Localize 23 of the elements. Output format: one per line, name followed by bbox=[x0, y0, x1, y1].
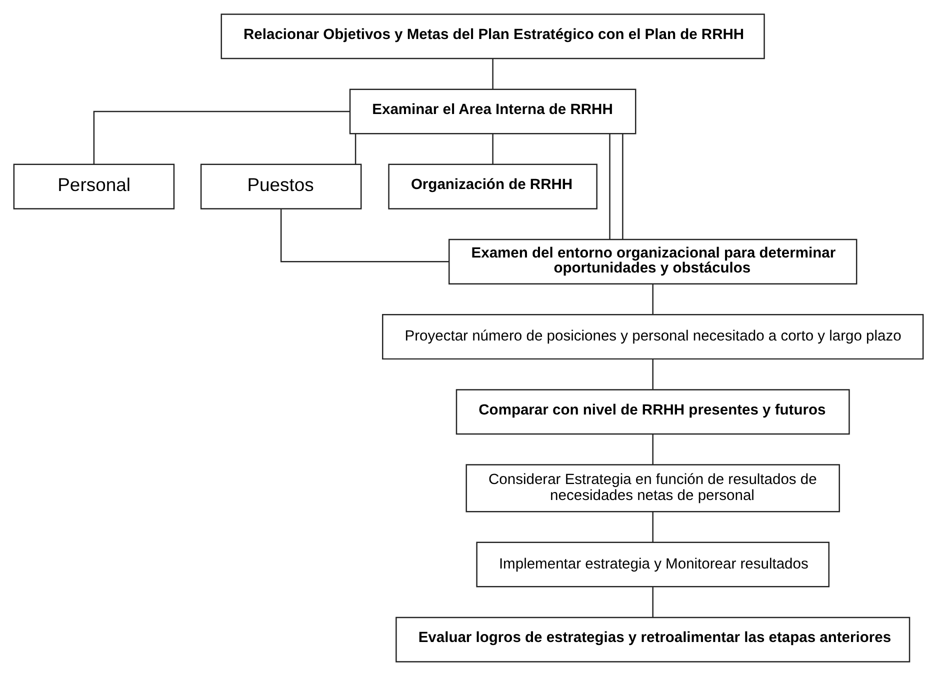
node-box: Relacionar Objetivos y Metas del Plan Estratégico con el Plan de RRHH bbox=[220, 13, 764, 59]
connector bbox=[354, 134, 356, 164]
connector bbox=[492, 58, 493, 88]
node-box: Organización de RRHH bbox=[388, 163, 597, 209]
node-box: Considerar Estrategia en función de resultados de necesidades netas de personal bbox=[465, 464, 840, 512]
connector bbox=[652, 586, 653, 617]
node-box: Examen del entorno organizacional para determinar oportunidades y obstáculos bbox=[448, 238, 857, 284]
node-box: Comparar con nivel de RRHH presentes y futuros bbox=[455, 388, 850, 434]
node-box: Implementar estrategia y Monitorear resultados bbox=[476, 541, 830, 587]
node-box: Puestos bbox=[200, 163, 362, 209]
connector bbox=[608, 133, 610, 239]
connector bbox=[652, 434, 653, 464]
node-box: Examinar el Area Interna de RRHH bbox=[348, 88, 636, 134]
connector bbox=[280, 208, 448, 262]
node-box: Evaluar logros de estrategias y retroalimentar las etapas anteriores bbox=[395, 616, 910, 662]
connector bbox=[652, 358, 653, 389]
connector bbox=[92, 110, 350, 164]
connector bbox=[652, 511, 653, 542]
node-box: Personal bbox=[12, 163, 174, 209]
connector bbox=[492, 134, 493, 164]
connector bbox=[652, 284, 653, 314]
node-box: Proyectar número de posiciones y personal necesitado a corto y largo plazo bbox=[382, 314, 924, 360]
connector bbox=[622, 133, 623, 239]
